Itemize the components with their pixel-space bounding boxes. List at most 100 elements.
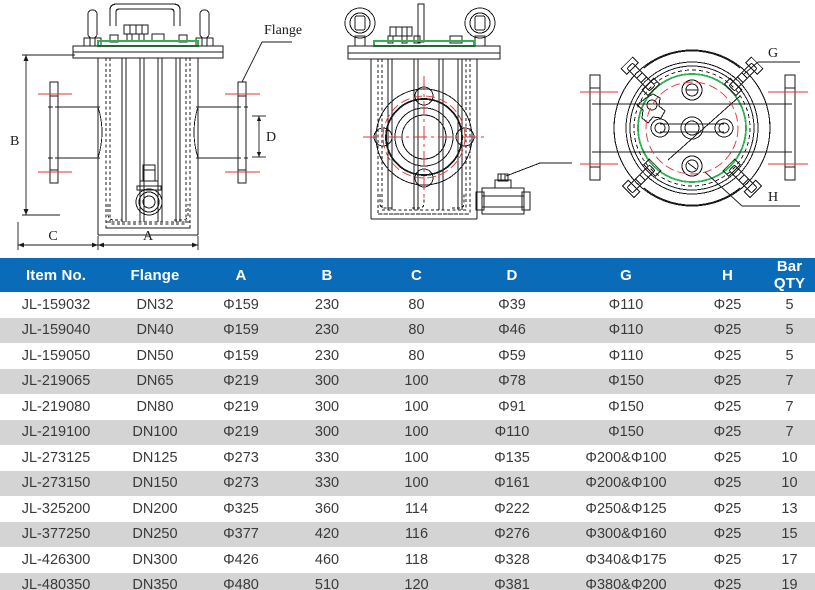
- cell-b: 460: [284, 547, 370, 573]
- cell-d: Φ39: [463, 292, 561, 318]
- column-header-g[interactable]: G: [561, 258, 691, 292]
- cell-item-no: JL-219080: [0, 394, 112, 420]
- cell-item-no: JL-219065: [0, 368, 112, 394]
- cell-item-no: JL-325200: [0, 496, 112, 522]
- cell-flange: DN40: [112, 317, 198, 343]
- cell-bar-qty: 5: [764, 317, 815, 343]
- specification-table: Item No. Flange A B C D G H Bar QTY JL-1…: [0, 258, 815, 590]
- column-header-h[interactable]: H: [691, 258, 764, 292]
- column-header-a[interactable]: A: [198, 258, 284, 292]
- column-header-d[interactable]: D: [463, 258, 561, 292]
- cell-b: 300: [284, 394, 370, 420]
- dim-label-a: A: [143, 229, 154, 244]
- cell-h: Φ25: [691, 317, 764, 343]
- cell-a: Φ325: [198, 496, 284, 522]
- cell-d: Φ78: [463, 368, 561, 394]
- cell-b: 420: [284, 521, 370, 547]
- cell-d: Φ91: [463, 394, 561, 420]
- column-header-c[interactable]: C: [370, 258, 463, 292]
- dim-label-b: B: [10, 134, 19, 149]
- cell-h: Φ25: [691, 470, 764, 496]
- cell-flange: DN80: [112, 394, 198, 420]
- cell-c: 80: [370, 317, 463, 343]
- cell-d: Φ110: [463, 419, 561, 445]
- cell-bar-qty: 15: [764, 521, 815, 547]
- cell-g: Φ380&Φ200: [561, 572, 691, 590]
- cell-c: 80: [370, 292, 463, 318]
- column-header-bar-qty[interactable]: Bar QTY: [764, 258, 815, 292]
- cell-h: Φ25: [691, 572, 764, 590]
- flange-callout-label: Flange: [264, 23, 302, 38]
- cell-flange: DN32: [112, 292, 198, 318]
- top-view-svg: G H: [580, 46, 808, 207]
- cell-a: Φ426: [198, 547, 284, 573]
- cell-c: 100: [370, 419, 463, 445]
- cell-item-no: JL-159050: [0, 343, 112, 369]
- cell-g: Φ150: [561, 419, 691, 445]
- cell-bar-qty: 7: [764, 419, 815, 445]
- cell-b: 360: [284, 496, 370, 522]
- cell-h: Φ25: [691, 292, 764, 318]
- cell-g: Φ200&Φ100: [561, 445, 691, 471]
- table-header: Item No. Flange A B C D G H Bar QTY: [0, 258, 815, 292]
- cell-bar-qty: 7: [764, 368, 815, 394]
- cell-item-no: JL-159040: [0, 317, 112, 343]
- cell-flange: DN50: [112, 343, 198, 369]
- cell-c: 120: [370, 572, 463, 590]
- cell-flange: DN200: [112, 496, 198, 522]
- cell-h: Φ25: [691, 368, 764, 394]
- cell-b: 330: [284, 445, 370, 471]
- front-view-drawing: B D: [0, 0, 302, 258]
- column-header-flange[interactable]: Flange: [112, 258, 198, 292]
- cell-a: Φ159: [198, 292, 284, 318]
- side-view-svg: [344, 3, 572, 220]
- dim-label-g: G: [768, 46, 778, 61]
- cell-flange: DN250: [112, 521, 198, 547]
- cell-h: Φ25: [691, 496, 764, 522]
- cell-c: 80: [370, 343, 463, 369]
- cell-bar-qty: 5: [764, 292, 815, 318]
- cell-d: Φ276: [463, 521, 561, 547]
- cell-d: Φ222: [463, 496, 561, 522]
- cell-h: Φ25: [691, 547, 764, 573]
- cell-c: 100: [370, 470, 463, 496]
- cell-g: Φ340&Φ175: [561, 547, 691, 573]
- column-header-item-no[interactable]: Item No.: [0, 258, 112, 292]
- cell-a: Φ219: [198, 419, 284, 445]
- technical-drawings: B D: [0, 0, 815, 258]
- cell-d: Φ59: [463, 343, 561, 369]
- column-header-b[interactable]: B: [284, 258, 370, 292]
- cell-a: Φ273: [198, 470, 284, 496]
- cell-item-no: JL-219100: [0, 419, 112, 445]
- cell-a: Φ219: [198, 394, 284, 420]
- cell-bar-qty: 5: [764, 343, 815, 369]
- cell-c: 114: [370, 496, 463, 522]
- table-header-row: Item No. Flange A B C D G H Bar QTY: [0, 258, 815, 292]
- cell-bar-qty: 10: [764, 445, 815, 471]
- cell-h: Φ25: [691, 521, 764, 547]
- cell-b: 230: [284, 343, 370, 369]
- cell-c: 100: [370, 368, 463, 394]
- cell-g: Φ300&Φ160: [561, 521, 691, 547]
- cell-h: Φ25: [691, 419, 764, 445]
- cell-d: Φ135: [463, 445, 561, 471]
- cell-item-no: JL-480350: [0, 572, 112, 590]
- cell-flange: DN150: [112, 470, 198, 496]
- top-view-drawing: G H: [572, 0, 815, 258]
- cell-b: 230: [284, 317, 370, 343]
- cell-b: 330: [284, 470, 370, 496]
